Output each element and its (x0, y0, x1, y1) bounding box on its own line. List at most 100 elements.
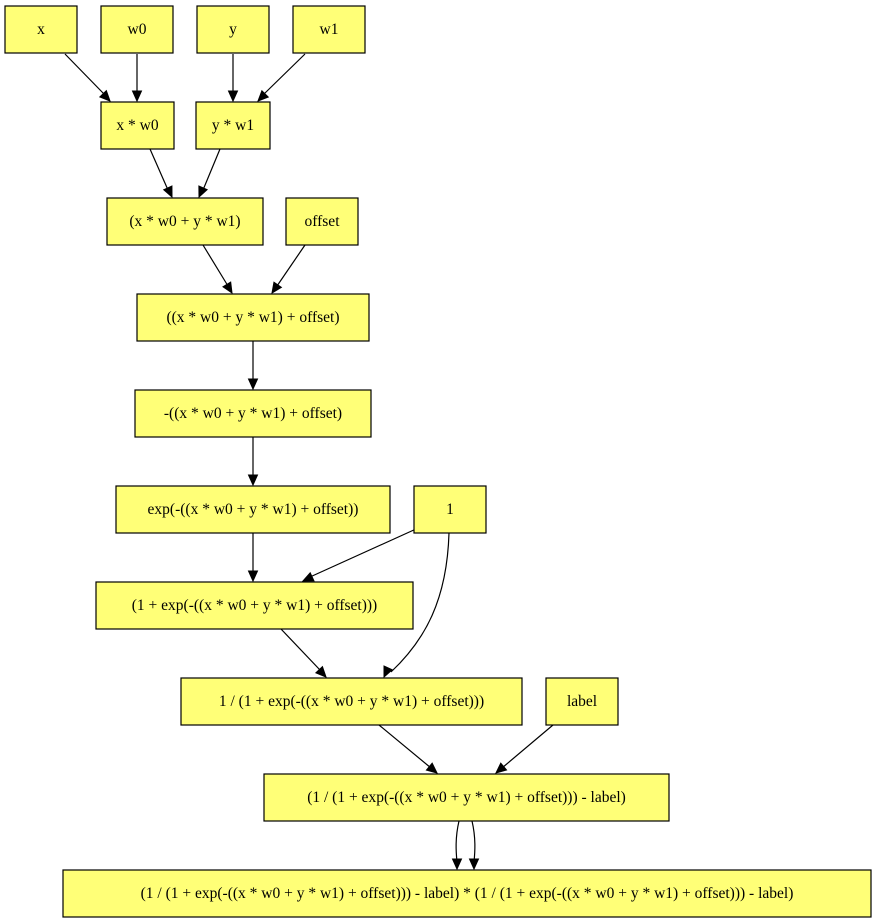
node-square: (1 / (1 + exp(-((x * w0 + y * w1) + offs… (62, 869, 872, 918)
arrow-head (468, 858, 480, 871)
node-box (115, 485, 391, 534)
node-box (292, 5, 366, 54)
edge-diff-to-square (468, 820, 480, 871)
node-sum-offset: ((x * w0 + y * w1) + offset) (136, 293, 370, 342)
edge-diff-to-square (451, 820, 463, 871)
node-box (285, 197, 359, 246)
arrow-head (257, 89, 270, 102)
edge-exp-to-one_plus (247, 533, 259, 583)
edge-line (309, 528, 417, 578)
node-yw1: y * w1 (195, 101, 271, 150)
edge-line (378, 724, 432, 769)
node-exp: exp(-((x * w0 + y * w1) + offset)) (115, 485, 391, 534)
node-box (100, 5, 174, 54)
edge-line (390, 532, 450, 673)
node-box (100, 101, 175, 150)
edge-line (276, 244, 306, 287)
node-recip: 1 / (1 + exp(-((x * w0 + y * w1) + offse… (180, 677, 523, 726)
edge-line (64, 53, 105, 95)
arrow-head (425, 762, 438, 774)
arrow-head (247, 474, 259, 487)
node-box (180, 677, 523, 726)
arrow-head (314, 665, 327, 678)
node-label: label (567, 693, 597, 710)
arrow-head (451, 858, 463, 871)
edge-w0-to-xw0 (131, 54, 143, 103)
node-label: 1 (446, 501, 454, 518)
edge-recip-to-diff (378, 724, 438, 774)
edge-neg-to-exp (247, 437, 259, 487)
arrow-head (222, 281, 233, 295)
node-y: y (196, 5, 270, 54)
edge-sum-to-sum_offset (202, 244, 233, 295)
arrow-head (301, 571, 315, 582)
edge-line (471, 820, 476, 863)
node-label: (1 / (1 + exp(-((x * w0 + y * w1) + offs… (307, 789, 626, 806)
edge-one-to-one_plus (301, 528, 417, 582)
edge-line (149, 148, 169, 191)
node-label: exp(-((x * w0 + y * w1) + offset)) (148, 501, 359, 518)
edge-line (455, 820, 460, 863)
node-box (134, 389, 372, 438)
arrow-head (383, 665, 394, 679)
arrow-head (198, 185, 209, 199)
edge-one-to-recip (383, 532, 450, 679)
edge-line (202, 148, 221, 191)
node-box (545, 677, 619, 726)
node-label: x * w0 (116, 117, 158, 134)
node-label: w0 (128, 21, 147, 38)
node-sum: (x * w0 + y * w1) (106, 197, 264, 246)
node-box (196, 5, 270, 54)
node-w0: w0 (100, 5, 174, 54)
node-w1: w1 (292, 5, 366, 54)
edge-sum_offset-to-neg (247, 341, 259, 391)
arrow-head (162, 185, 173, 199)
node-label: w1 (320, 21, 339, 38)
edge-x-to-xw0 (64, 53, 111, 102)
node-label: y * w1 (212, 117, 254, 134)
node-label: ((x * w0 + y * w1) + offset) (166, 309, 339, 326)
edges-layer (64, 53, 554, 871)
node-label: (1 / (1 + exp(-((x * w0 + y * w1) + offs… (141, 885, 794, 902)
edge-offset-to-sum_offset (271, 244, 306, 295)
node-neg: -((x * w0 + y * w1) + offset) (134, 389, 372, 438)
edge-label-to-diff (495, 724, 554, 774)
arrow-head (271, 281, 283, 295)
edge-xw0-to-sum (149, 148, 173, 199)
node-label: label (545, 677, 619, 726)
node-diff: (1 / (1 + exp(-((x * w0 + y * w1) + offs… (263, 773, 670, 822)
edge-line (263, 53, 306, 95)
node-one: 1 (413, 485, 487, 534)
node-box (95, 581, 414, 630)
node-box (413, 485, 487, 534)
node-box (136, 293, 370, 342)
arrow-head (247, 570, 259, 583)
node-label: x (37, 21, 45, 38)
node-label: (x * w0 + y * w1) (129, 213, 240, 230)
edge-line (501, 724, 554, 769)
edge-line (280, 628, 321, 671)
arrow-head (247, 378, 259, 391)
arrow-head (98, 89, 111, 102)
node-x: x (4, 5, 78, 54)
node-label: 1 / (1 + exp(-((x * w0 + y * w1) + offse… (219, 693, 484, 710)
node-box (106, 197, 264, 246)
node-one-plus: (1 + exp(-((x * w0 + y * w1) + offset))) (95, 581, 414, 630)
node-box (4, 5, 78, 54)
edge-one_plus-to-recip (280, 628, 327, 678)
node-label: -((x * w0 + y * w1) + offset) (164, 405, 342, 422)
node-xw0: x * w0 (100, 101, 175, 150)
nodes-layer: x w0 y w1 x * w0 y * w1 (x * w0 + y * w1) offse… (4, 5, 872, 918)
edge-w1-to-yw1 (257, 53, 306, 102)
node-label: offset (304, 213, 340, 230)
arrow-head (227, 90, 239, 103)
edge-y-to-yw1 (227, 54, 239, 103)
node-label: y (229, 21, 237, 38)
edge-yw1-to-sum (198, 148, 221, 199)
arrow-head (495, 762, 508, 774)
node-box (263, 773, 670, 822)
node-box (195, 101, 271, 150)
arrow-head (131, 90, 143, 103)
node-box (62, 869, 872, 918)
